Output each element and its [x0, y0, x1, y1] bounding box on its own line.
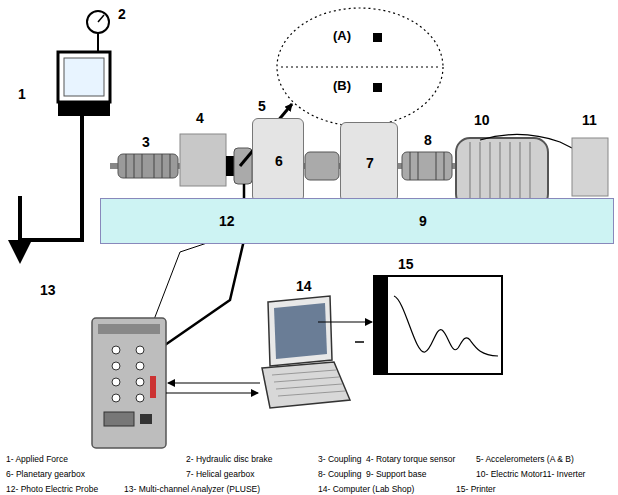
legend-text: 8- Coupling: [318, 469, 361, 479]
legend-text: 7- Helical gearbox: [186, 469, 255, 479]
callout-number: 1: [18, 86, 26, 102]
legend-text: 5- Accelerometers (A & B): [476, 454, 574, 464]
legend-text: 14- Computer (Lab Shop): [318, 484, 414, 494]
sensor-detail-circle: (A) (B): [275, 6, 445, 128]
accelerometer-b: [373, 83, 382, 92]
legend-text: 13- Multi-channel Analyzer (PLUSE): [124, 484, 260, 494]
node-label: 12: [219, 213, 235, 229]
node-label: 7: [366, 155, 374, 171]
divider-line: [281, 66, 439, 67]
legend-text: 9- Support base: [366, 469, 426, 479]
legend-text: 3- Coupling: [318, 454, 361, 464]
legend-text: 2- Hydraulic disc brake: [186, 454, 272, 464]
planetary-gearbox: 6: [252, 118, 304, 202]
node-label: (A): [333, 28, 351, 43]
callout-number: 13: [40, 282, 56, 298]
legend-text: 15- Printer: [456, 484, 496, 494]
legend-text: 10- Electric Motor11- Inverter: [476, 469, 585, 479]
callout-number: 11: [582, 112, 597, 128]
callout-number: 15: [398, 256, 414, 272]
legend-text: 6- Planetary gearbox: [6, 469, 85, 479]
legend-text: 12- Photo Electric Probe: [6, 484, 98, 494]
accelerometer-a: [373, 33, 382, 42]
node-label: 6: [275, 153, 283, 169]
dotted-circle: [275, 6, 445, 128]
callout-number: 3: [142, 134, 150, 150]
support-base: 12 9: [100, 198, 614, 244]
helical-gearbox: 7: [340, 122, 398, 202]
callout-number: 5: [258, 98, 266, 114]
callout-number: 14: [296, 278, 312, 294]
callout-number: 2: [118, 6, 126, 22]
callout-number: 10: [474, 112, 490, 128]
callout-number: 4: [196, 110, 204, 126]
circle-outline: [277, 8, 443, 126]
node-label: 9: [419, 213, 427, 229]
legend-text: 1- Applied Force: [6, 454, 68, 464]
legend-text: 4- Rotary torque sensor: [366, 454, 455, 464]
node-label: (B): [333, 78, 351, 93]
callout-number: 8: [424, 132, 432, 148]
